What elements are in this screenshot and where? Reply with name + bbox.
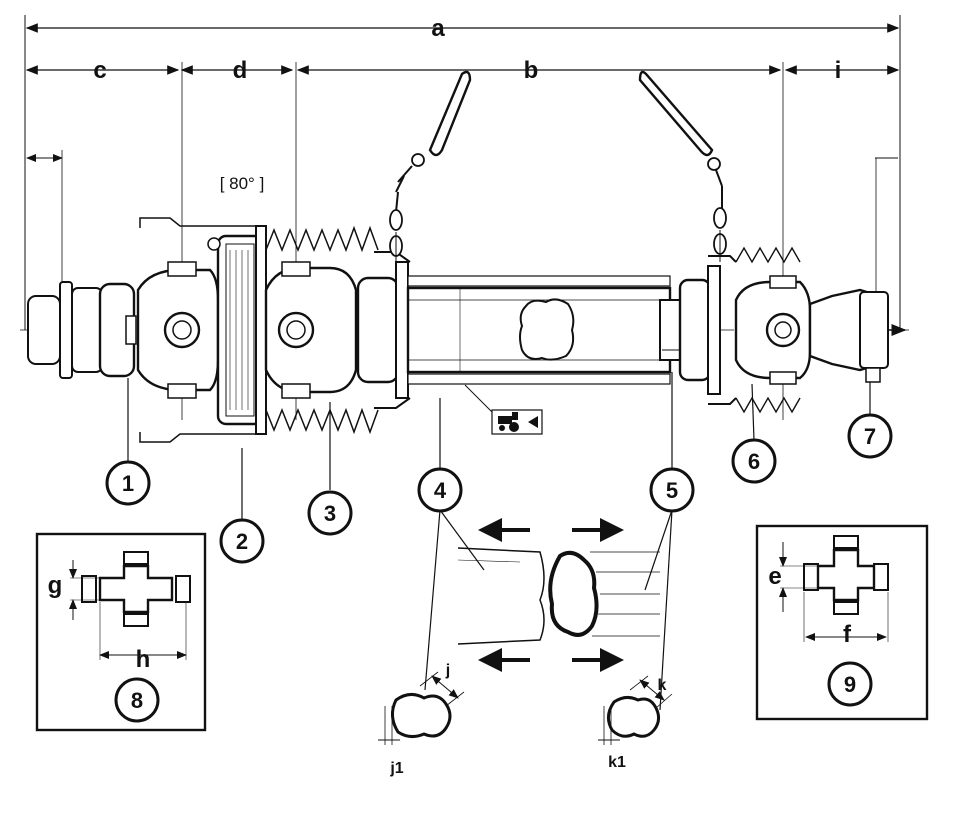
callout-circle-3 [307,490,353,536]
pto-shaft-assembly [20,70,912,443]
callout-7: 7 [864,424,876,449]
dim-b-label: b [524,57,539,84]
callout-4: 4 [434,478,447,503]
angle-label: [ 80° ] [220,174,265,193]
callout-5: 5 [666,478,678,503]
callout-circle-1 [105,460,151,506]
callouts [105,413,893,723]
callout-circle-4 [417,467,463,513]
arrow-left-icon [528,416,538,428]
dim-d-label: d [233,57,248,84]
callout-circle-9 [827,661,873,707]
dim-j1-label: j1 [389,760,403,777]
dim-a-label: a [431,15,445,42]
tractor-icon [498,412,519,432]
callout-9: 9 [844,672,856,697]
callout-circle-8 [114,677,160,723]
dim-i-label: i [835,57,842,84]
callout-circle-5 [649,467,695,513]
callout-circle-2 [219,518,265,564]
dim-h-label: h [136,646,151,673]
callout-circle-7 [847,413,893,459]
callout-6: 6 [748,449,760,474]
callout-1: 1 [122,471,134,496]
tube-detail [127,372,871,711]
dim-j-label: j [445,662,450,679]
dim-g-label: g [48,572,63,599]
callout-3: 3 [324,501,336,526]
callout-circle-6 [731,438,777,484]
inner-profile-detail [378,671,465,745]
outer-profile-detail [598,675,673,745]
dim-k-label: k [658,677,667,694]
dim-c-label: c [93,57,106,84]
callout-2: 2 [236,529,248,554]
callout-8: 8 [131,688,143,713]
dim-f-label: f [843,621,852,648]
dim-k1-label: k1 [608,754,626,771]
dim-e-label: e [768,563,781,590]
